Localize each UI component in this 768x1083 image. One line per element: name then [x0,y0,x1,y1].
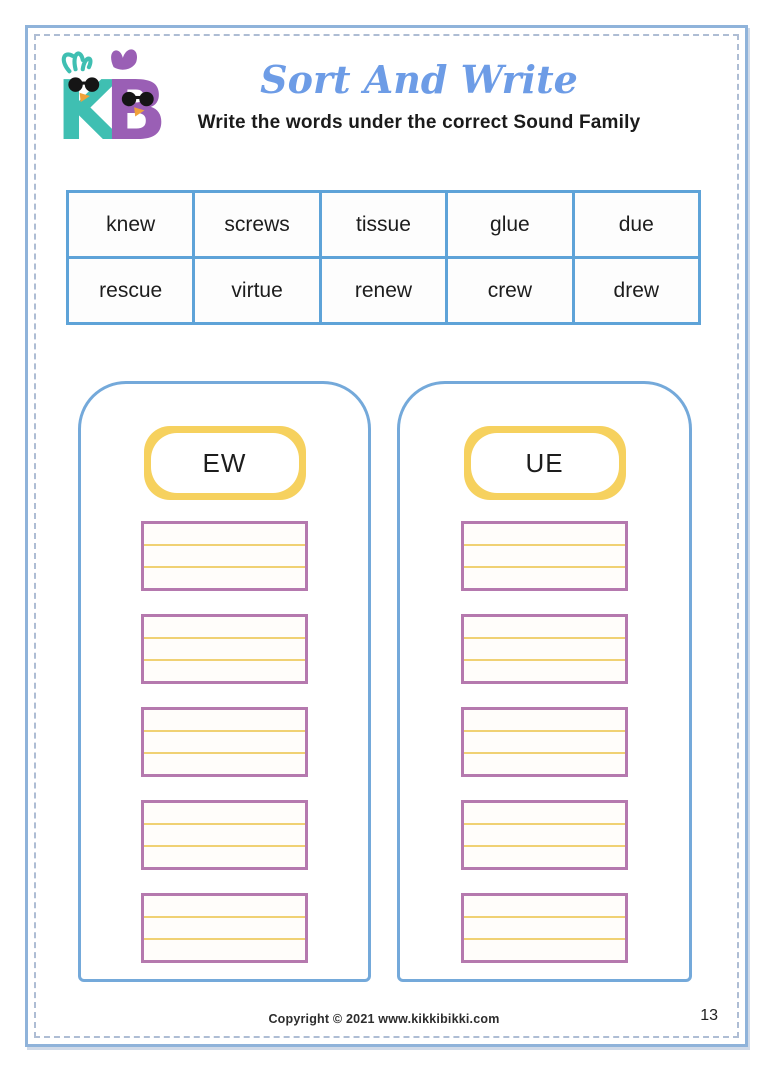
page-title: Sort And Write [260,57,578,102]
word-tile[interactable]: crew [445,256,575,325]
sound-family-label-ew: EW [143,426,306,500]
writing-line [464,546,625,568]
writing-line [464,803,625,825]
label-inner-panel [470,433,619,493]
sound-family-label-ue: UE [463,426,626,500]
word-tile[interactable]: drew [571,256,702,325]
writing-slot[interactable] [461,800,628,870]
writing-line [464,710,625,732]
writing-slot[interactable] [141,614,308,684]
b-sunglasses-icon [121,91,154,107]
sound-family-text: UE [525,447,564,478]
ue-writing-slots [400,521,689,963]
word-tile[interactable]: glue [445,190,575,259]
writing-line [144,896,305,918]
writing-line [464,732,625,754]
writing-line [464,825,625,847]
writing-line [464,568,625,588]
writing-line [464,896,625,918]
b-beak [134,107,145,117]
label-inner-panel [150,433,299,493]
instructions-text: Write the words under the correct Sound … [197,112,641,133]
writing-line [464,754,625,774]
writing-line [144,546,305,568]
ew-writing-slots [81,521,368,963]
writing-line [144,639,305,661]
k-crest-feathers [61,51,93,74]
writing-line [464,524,625,546]
writing-line [144,918,305,940]
word-tile[interactable]: virtue [192,256,322,325]
writing-slot[interactable] [461,707,628,777]
writing-line [464,940,625,960]
writing-line [144,732,305,754]
writing-slot[interactable] [141,707,308,777]
writing-line [144,754,305,774]
sort-column-ue: UE [397,381,692,982]
writing-slot[interactable] [461,614,628,684]
writing-slot[interactable] [461,893,628,963]
word-bank-row: knew screws tissue glue due [65,190,702,259]
writing-line [144,847,305,867]
writing-line [144,524,305,546]
footer-copyright: Copyright © 2021 www.kikkibikki.com [268,1012,500,1026]
writing-line [144,568,305,588]
writing-line [464,847,625,867]
writing-line [464,617,625,639]
word-tile[interactable]: screws [192,190,322,259]
writing-line [144,940,305,960]
writing-line [144,825,305,847]
writing-line [464,661,625,681]
writing-line [144,661,305,681]
word-bank-table: knew screws tissue glue due rescue virtu… [65,190,702,325]
writing-line [464,639,625,661]
writing-line [464,918,625,940]
sort-column-ew: EW [78,381,371,982]
writing-slot[interactable] [141,800,308,870]
word-tile[interactable]: tissue [318,190,449,259]
word-tile[interactable]: knew [65,190,196,259]
writing-line [144,710,305,732]
word-tile[interactable]: rescue [65,256,196,325]
worksheet-header: Sort And Write Write the words under the… [120,58,718,134]
word-tile[interactable]: due [571,190,702,259]
writing-slot[interactable] [141,893,308,963]
writing-slot[interactable] [461,521,628,591]
k-sunglasses-icon [68,77,100,92]
kikkibikki-logo: K B [56,46,167,159]
writing-slot[interactable] [141,521,308,591]
word-tile[interactable]: renew [318,256,449,325]
word-bank-row: rescue virtue renew crew drew [65,256,702,325]
k-beak [79,92,90,103]
sound-family-text: EW [202,447,247,478]
writing-line [144,803,305,825]
logo-kb-characters: K B [56,49,167,159]
writing-line [144,617,305,639]
page-number: 13 [700,1007,718,1024]
b-crest [111,49,138,70]
